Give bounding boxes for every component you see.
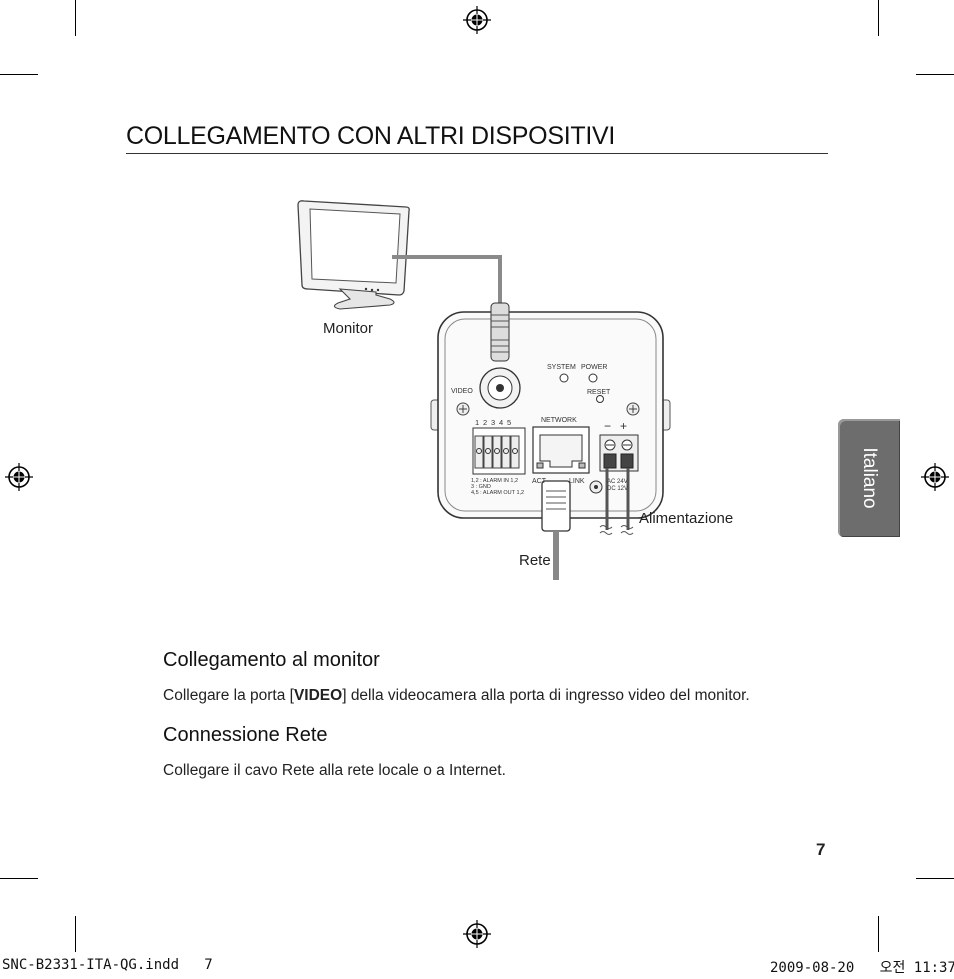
video-port-label: VIDEO [451,388,473,395]
power-wires [599,468,634,535]
terminal-number: 2 [483,418,487,427]
section-heading: Connessione Rete [163,724,328,746]
language-tab: Italiano [838,419,900,537]
crop-mark [0,74,38,75]
camera-back-panel [430,302,671,519]
footer-datetime: 2009-08-20 오전 11:37: [770,960,954,976]
terminal-number: 3 [491,418,495,427]
ac-label: AC 24V [607,479,628,485]
network-label: Rete [519,552,551,569]
crop-mark [916,74,954,75]
power-label: Alimentazione [639,510,734,527]
network-port-label: NETWORK [541,417,577,424]
crop-mark [75,916,76,952]
system-led-label: SYSTEM [547,364,576,371]
terminal-number: 1 [475,418,479,427]
registration-mark-icon [921,463,949,491]
act-label: ACT [532,478,547,485]
registration-mark-icon [463,6,491,34]
crop-mark [878,916,879,952]
page-number: 7 [816,840,826,859]
minus-label: − [604,419,611,433]
registration-mark-icon [463,920,491,948]
video-cable [392,255,502,303]
connection-diagram: VIDEO SYSTEM POWER RESET NETWORK 1 2 3 4… [297,200,671,580]
footer-file-info: SNC-B2331-ITA-QG.indd 7 [2,957,213,973]
crop-mark [0,878,38,879]
terminal-legend: 3 : GND [471,484,491,490]
monitor-icon [297,200,410,310]
crop-mark [878,0,879,36]
crop-mark [75,0,76,36]
crop-mark [916,878,954,879]
dc-label: DC 12V [607,486,628,492]
language-tab-label: Italiano [859,447,880,509]
video-port-name: VIDEO [293,687,343,704]
terminal-legend: 4,5 : ALARM OUT 1,2 [471,490,524,496]
section-text: Collegare il cavo Rete alla rete locale … [163,762,506,779]
link-label: LINK [569,478,585,485]
terminal-number: 5 [507,418,511,427]
section-heading: Collegamento al monitor [163,649,380,671]
page-title: COLLEGAMENTO CON ALTRI DISPOSITIVI [126,122,828,154]
plus-label: + [620,419,627,433]
section-text-part: ] della videocamera alla porta di ingres… [342,687,750,704]
section-text: Collegare la porta [VIDEO] della videoca… [163,687,750,705]
power-led-label: POWER [581,364,607,371]
section-text-part: Collegare la porta [ [163,687,294,704]
terminal-number: 4 [499,418,503,427]
network-cable [541,480,571,580]
monitor-label: Monitor [323,320,374,337]
terminal-legend: 1,2 : ALARM IN 1,2 [471,478,518,484]
reset-label: RESET [587,389,611,396]
registration-mark-icon [5,463,33,491]
